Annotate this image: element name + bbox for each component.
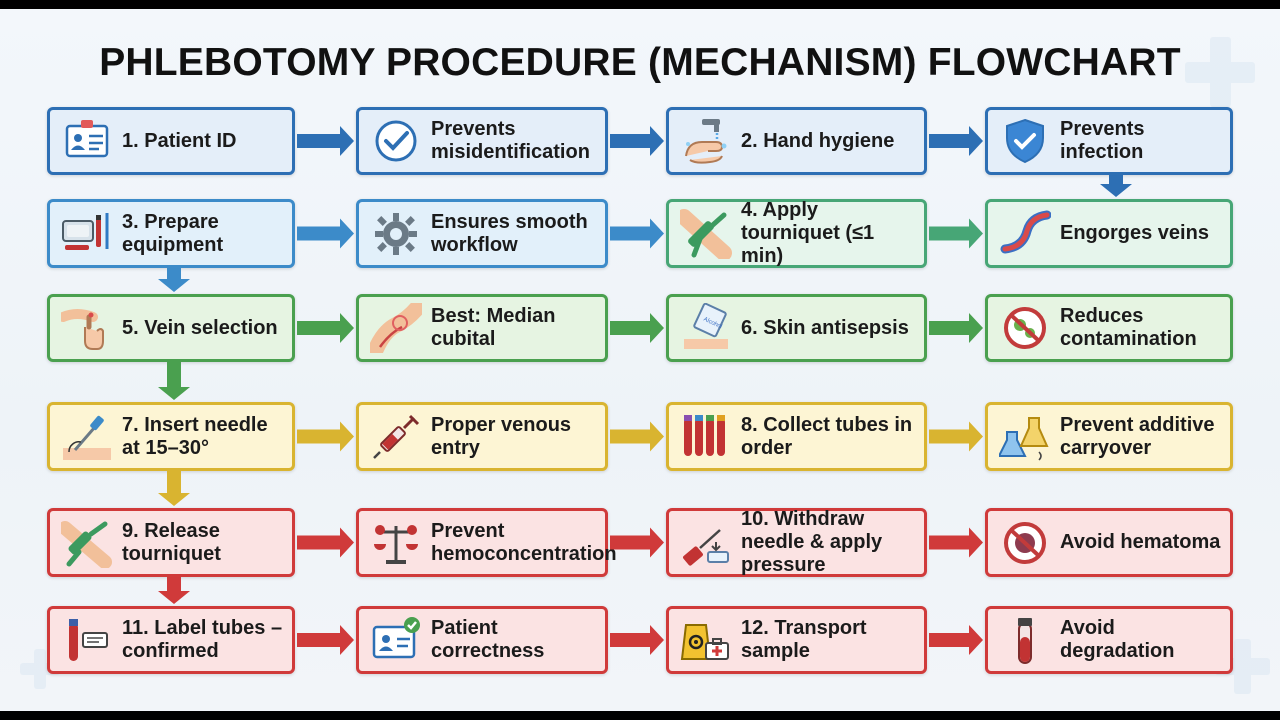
step-label: 2. Hand hygiene bbox=[741, 129, 895, 152]
step-box-r5-c3: 10. Withdraw needle & apply pressure bbox=[666, 508, 927, 577]
arrow-right bbox=[929, 527, 983, 558]
arrow-down bbox=[158, 471, 190, 506]
step-label: 11. Label tubes – confirmed bbox=[122, 617, 283, 662]
step-label: Prevents infection bbox=[1060, 118, 1145, 163]
step-label: 10. Withdraw needle & apply pressure bbox=[741, 508, 883, 576]
step-label: Patient correctness bbox=[431, 617, 545, 662]
step-box-r3-c1: 5. Vein selection bbox=[47, 294, 295, 362]
step-label: Proper venous entry bbox=[431, 413, 572, 459]
equipment-tray-icon bbox=[58, 208, 116, 260]
step-label: Prevent hemoconcentration bbox=[431, 519, 617, 565]
step-box-r6-c3: 12. Transport sample bbox=[666, 606, 927, 674]
arm-vein-icon bbox=[367, 302, 425, 354]
arrow-right bbox=[297, 421, 354, 452]
arrow-down bbox=[1100, 175, 1132, 197]
arrow-right bbox=[610, 313, 664, 343]
id-card-icon bbox=[58, 115, 116, 167]
step-box-r2-c1: 3. Prepare equipment bbox=[47, 199, 295, 268]
arrow-right bbox=[297, 218, 354, 249]
step-box-r4-c3: 8. Collect tubes in order bbox=[666, 402, 927, 471]
step-box-r3-c2: Best: Median cubital bbox=[356, 294, 608, 362]
step-label: 12. Transport sample bbox=[741, 617, 867, 662]
tourniquet-arm-icon bbox=[677, 208, 735, 260]
step-label: 9. Release tourniquet bbox=[122, 519, 221, 565]
step-label: Ensures smooth workflow bbox=[431, 210, 588, 256]
step-box-r6-c2: Patient correctness bbox=[356, 606, 608, 674]
arrow-right bbox=[610, 625, 664, 655]
vein-icon bbox=[996, 208, 1054, 260]
flowchart-canvas: PHLEBOTOMY PROCEDURE (MECHANISM) FLOWCHA… bbox=[0, 9, 1280, 711]
arrow-right bbox=[297, 625, 354, 655]
balance-scale-icon bbox=[367, 517, 425, 569]
step-label: Prevents misidentification bbox=[431, 118, 590, 163]
arrow-right bbox=[929, 218, 983, 249]
blood-tube-icon bbox=[996, 614, 1054, 666]
step-label: 7. Insert needle at 15–30° bbox=[122, 413, 268, 459]
step-label: Engorges veins bbox=[1060, 222, 1209, 244]
arrow-right bbox=[610, 126, 664, 156]
no-hematoma-icon bbox=[996, 517, 1054, 569]
step-label: 6. Skin antisepsis bbox=[741, 316, 909, 339]
step-box-r1-c3: 2. Hand hygiene bbox=[666, 107, 927, 175]
flasks-icon bbox=[996, 411, 1054, 463]
step-box-r2-c3: 4. Apply tourniquet (≤1 min) bbox=[666, 199, 927, 268]
step-label: Avoid degradation bbox=[1060, 617, 1175, 662]
page-title: PHLEBOTOMY PROCEDURE (MECHANISM) FLOWCHA… bbox=[99, 41, 1181, 84]
step-box-r6-c4: Avoid degradation bbox=[985, 606, 1233, 674]
step-label: 4. Apply tourniquet (≤1 min) bbox=[741, 199, 875, 267]
hand-washing-icon bbox=[677, 115, 735, 167]
step-box-r1-c2: Prevents misidentification bbox=[356, 107, 608, 175]
arrow-right bbox=[610, 421, 664, 452]
step-box-r5-c2: Prevent hemoconcentration bbox=[356, 508, 617, 577]
step-label: 3. Prepare equipment bbox=[122, 210, 224, 256]
step-box-r1-c4: Prevents infection bbox=[985, 107, 1233, 175]
alcohol-swab-icon: Alcohol bbox=[677, 302, 735, 354]
checkmark-circle-icon bbox=[367, 115, 425, 167]
arrow-right bbox=[297, 126, 354, 156]
biohazard-transport-icon bbox=[677, 614, 735, 666]
arrow-right bbox=[297, 527, 354, 558]
step-box-r1-c1: 1. Patient ID bbox=[47, 107, 295, 175]
step-label: 1. Patient ID bbox=[122, 129, 237, 152]
step-box-r5-c1: 9. Release tourniquet bbox=[47, 508, 295, 577]
arrow-right bbox=[610, 218, 664, 249]
step-box-r2-c4: Engorges veins bbox=[985, 199, 1233, 268]
arrow-down bbox=[158, 362, 190, 400]
blood-tubes-icon bbox=[677, 411, 735, 463]
step-label: 8. Collect tubes in order bbox=[741, 413, 913, 459]
verified-id-icon bbox=[367, 614, 425, 666]
decorative-cross bbox=[1185, 37, 1255, 107]
arrow-right bbox=[929, 421, 983, 452]
step-box-r3-c3: Alcohol 6. Skin antisepsis bbox=[666, 294, 927, 362]
arrow-right bbox=[929, 126, 983, 156]
step-label: 5. Vein selection bbox=[122, 316, 278, 339]
arrow-down bbox=[158, 577, 190, 604]
needle-angle-icon bbox=[58, 411, 116, 463]
labeled-tube-icon bbox=[58, 614, 116, 666]
shield-check-icon bbox=[996, 115, 1054, 167]
step-box-r2-c2: Ensures smooth workflow bbox=[356, 199, 608, 268]
arrow-right bbox=[929, 625, 983, 655]
step-label: Best: Median cubital bbox=[431, 305, 556, 350]
step-box-r4-c2: Proper venous entry bbox=[356, 402, 608, 471]
palpating-hand-icon bbox=[58, 302, 116, 354]
step-box-r4-c4: Prevent additive carryover bbox=[985, 402, 1233, 471]
no-germs-icon bbox=[996, 302, 1054, 354]
release-tourniquet-icon bbox=[58, 517, 116, 569]
arrow-right bbox=[929, 313, 983, 343]
step-label: Prevent additive carryover bbox=[1060, 413, 1215, 459]
withdraw-needle-icon bbox=[677, 517, 735, 569]
step-label: Reduces contamination bbox=[1060, 305, 1197, 350]
syringe-icon bbox=[367, 411, 425, 463]
step-label: Avoid hematoma bbox=[1060, 531, 1221, 553]
step-box-r3-c4: Reduces contamination bbox=[985, 294, 1233, 362]
arrow-down bbox=[158, 268, 190, 292]
step-box-r4-c1: 7. Insert needle at 15–30° bbox=[47, 402, 295, 471]
gear-icon bbox=[367, 208, 425, 260]
arrow-right bbox=[297, 313, 354, 343]
step-box-r6-c1: 11. Label tubes – confirmed bbox=[47, 606, 295, 674]
step-box-r5-c4: Avoid hematoma bbox=[985, 508, 1233, 577]
